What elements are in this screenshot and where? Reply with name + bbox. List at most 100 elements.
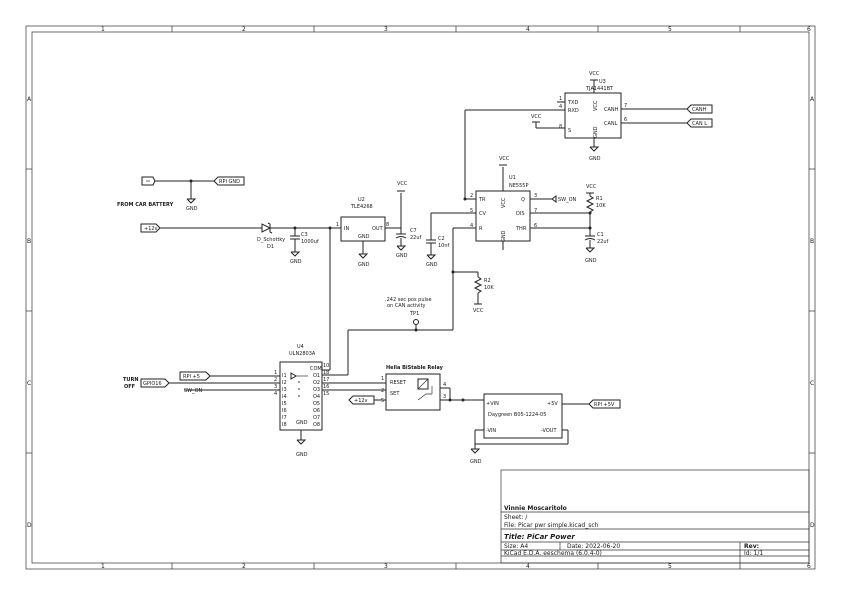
gnd-label-c7: GND — [396, 253, 408, 259]
frame-row-c-right: C — [810, 380, 814, 387]
frame-col-4-bottom: 4 — [526, 563, 530, 570]
u4-pin-o8: O8 — [313, 422, 320, 428]
r2-value: 10K — [484, 285, 494, 291]
frame-row-d-right: D — [810, 522, 815, 529]
frame-row-b-left: B — [27, 238, 31, 245]
frame-col-4-top: 4 — [526, 26, 530, 33]
tp1-note-2: on CAN activity — [387, 303, 426, 309]
u4-pin-i3: I3 — [282, 387, 287, 393]
u1-pin-thr: THR — [515, 226, 527, 232]
u4-value: ULN2803A — [289, 351, 316, 357]
u1-pin-dis: DIS — [516, 211, 525, 217]
frame-col-2-bottom: 2 — [242, 563, 246, 570]
relay-pin-3-num: 3 — [443, 394, 446, 400]
u3-pin-canl: CANL — [604, 121, 618, 127]
u1-pin-dis-num: 7 — [534, 208, 537, 214]
c7-value: 22uf — [410, 235, 422, 241]
dcdc-value: Daygreen B05-1224-05 — [488, 412, 546, 418]
gnd-label-c3: GND — [290, 259, 302, 265]
u4-pin-i6: I6 — [282, 408, 287, 414]
vcc-label-u3: VCC — [589, 71, 600, 77]
frame-col-5-top: 5 — [668, 26, 672, 33]
frame-col-6-top: 6 — [807, 26, 811, 33]
u1-timer: U1 NE555P TR CV R Q DIS THR VCC GND 2 5 … — [426, 109, 590, 330]
rpi-p5-label: RPI +5 — [183, 374, 200, 380]
d1-value: D_Schottky — [257, 237, 285, 243]
u4-pin-o6: O6 — [313, 408, 320, 414]
u1-pin-q: Q — [521, 197, 525, 203]
u3-ref: U3 — [599, 79, 606, 85]
frame-row-a-right: A — [810, 96, 815, 103]
turn-off-label-2: OFF — [124, 384, 135, 390]
vcc-label-r2: VCC — [473, 308, 484, 314]
rpi-p5v-label: RPI +5V — [594, 402, 615, 408]
u4-pin-o3-num: 16 — [323, 384, 329, 390]
u4-pin-o3: O3 — [313, 387, 320, 393]
gnd-label-u3: GND — [589, 156, 601, 162]
u3-pin-gnd: GND — [593, 126, 599, 138]
u4-pin-i4: I4 — [282, 394, 287, 400]
u3-pin-txd-num: 1 — [559, 96, 562, 102]
frame-col-3-top: 3 — [384, 26, 388, 33]
frame-col-3-bottom: 3 — [384, 563, 388, 570]
u4-pin-o7: O7 — [313, 415, 320, 421]
gnd-label-battery: GND — [186, 206, 198, 212]
title-size: Size: A4 — [504, 543, 528, 550]
c3-value: 1000uf — [301, 239, 319, 245]
relay-pin-reset: RESET — [390, 380, 407, 386]
u1-value: NE555P — [509, 183, 528, 189]
frame-col-2-top: 2 — [242, 26, 246, 33]
title-block: Vinnie Moscaritolo Sheet: / File: Picar … — [500, 469, 810, 564]
dcdc-pin-vout-p: +5V — [547, 401, 558, 407]
turn-off-label-1: TURN — [123, 377, 139, 383]
battery-gnd-group: RPI GND GND FROM CAR BATTERY — [117, 176, 245, 212]
c1-value: 22uf — [597, 239, 609, 245]
dcdc-pin-vout-n: -VOUT — [541, 428, 557, 434]
u3-pin-s: S — [568, 128, 571, 134]
gnd-label-c2: GND — [426, 262, 438, 268]
u4-pin-i7: I7 — [282, 415, 287, 421]
u4-pin-i3-num: 3 — [274, 384, 277, 390]
u2-ref: U2 — [358, 197, 365, 203]
u1-pin-cv-num: 5 — [470, 208, 473, 214]
input-power-group: +12v D_Schottky D1 C3 1000uf GND U2 TLE4… — [140, 181, 422, 370]
u4-pin-gnd: GND — [296, 420, 308, 426]
frame-col-1-top: 1 — [101, 26, 105, 33]
title-file: File: Picar pwr simple.kicad_sch — [504, 522, 599, 529]
u1-pin-vcc: VCC — [501, 197, 507, 208]
p12v-input-label: +12v — [144, 226, 158, 232]
u4-pin-i2-num: 2 — [274, 377, 277, 383]
u3-value: TJA1441BT — [585, 86, 614, 92]
u1-pin-thr-num: 6 — [534, 223, 537, 229]
relay-pin-reset-num: 1 — [381, 376, 384, 382]
u1-pin-cv: CV — [479, 211, 486, 217]
gnd-label-dcdc: GND — [470, 459, 482, 465]
u3-pin-canh: CANH — [604, 107, 619, 113]
frame-col-1-bottom: 1 — [101, 563, 105, 570]
u2-pin-in-num: 1 — [336, 222, 339, 228]
u3-pin-txd: TXD — [567, 100, 578, 106]
relay-pin-4-num: 4 — [443, 382, 446, 388]
relay-pin-set: SET — [390, 391, 400, 397]
u4-pin-o4: O4 — [313, 394, 320, 400]
title-id: Id: 1/1 — [744, 550, 763, 557]
title-date: Date: 2022-06-20 — [567, 543, 620, 550]
vcc-label-u3-s: VCC — [531, 114, 542, 120]
c2-value: 10nf — [438, 243, 450, 249]
u4-pin-o2-num: 17 — [323, 377, 329, 383]
rpi-gnd-label: RPI GND — [219, 179, 240, 185]
title-main: Title: PiCar Power — [504, 533, 575, 541]
frame-row-d-left: D — [27, 522, 32, 529]
u4-pin-i8: I8 — [282, 422, 287, 428]
vcc-label-u1: VCC — [499, 156, 510, 162]
u4-pin-i5: I5 — [282, 401, 287, 407]
frame-col-6-bottom: 6 — [807, 563, 811, 570]
u4-pin-i4-num: 4 — [274, 391, 277, 397]
vcc-label-r1: VCC — [586, 184, 597, 190]
u1-pin-r: R — [479, 226, 483, 232]
u4-pin-com-num: 10 — [323, 363, 329, 369]
r1-c1-group: VCC R1 10K C1 22uf GND — [584, 184, 609, 264]
gnd-label-u4: GND — [296, 452, 308, 458]
title-sheet: Sheet: / — [504, 514, 528, 521]
u1-pin-q-num: 3 — [534, 193, 537, 199]
